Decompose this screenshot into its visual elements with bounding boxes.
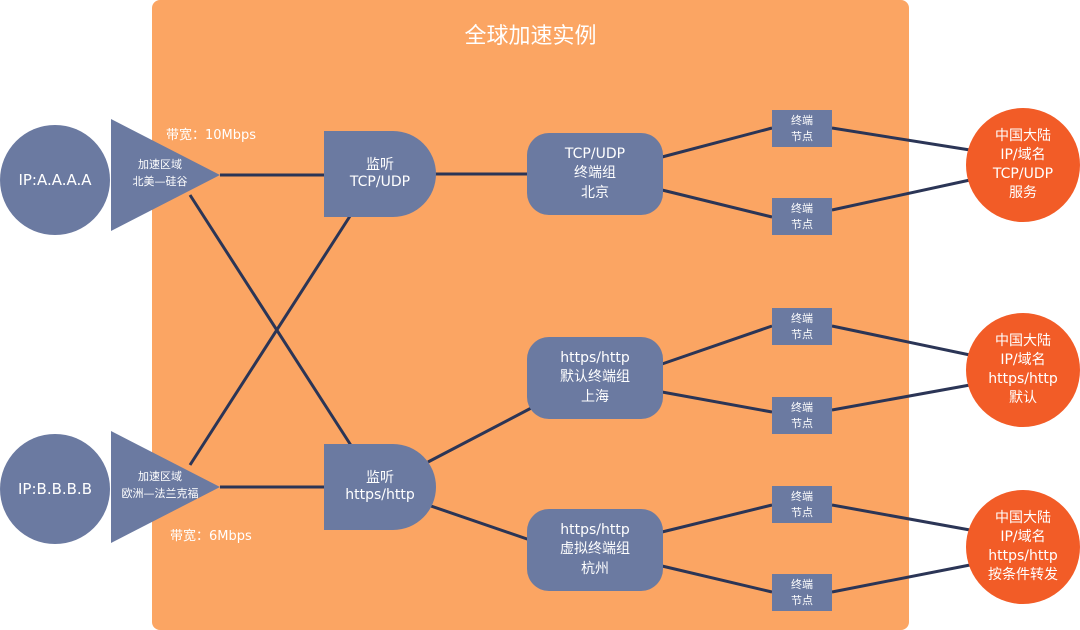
bandwidth-label-2: 带宽：6Mbps xyxy=(170,529,252,544)
ep-2-line-1: 终端 xyxy=(791,202,813,216)
group-3-line-3: 杭州 xyxy=(581,560,609,577)
group-1-line-1: TCP/UDP xyxy=(564,145,626,162)
service-1-line-3: TCP/UDP xyxy=(992,166,1054,182)
service-1-line-1: 中国大陆 xyxy=(994,128,1051,145)
ep-5-line-1: 终端 xyxy=(791,490,813,504)
client-ip-b: IP:B.B.B.B xyxy=(0,434,110,544)
endpoint-node-4: 终端节点 xyxy=(772,397,832,434)
bandwidth-label-1: 带宽：10Mbps xyxy=(166,128,257,143)
ep-6-line-1: 终端 xyxy=(791,578,813,592)
endpoint-node-2: 终端节点 xyxy=(772,198,832,235)
service-2-line-4: 默认 xyxy=(1009,389,1037,406)
wire-ep3-service2 xyxy=(831,324,971,357)
listener-https-http: 监听 https/http xyxy=(324,444,436,530)
region-triangle-2 xyxy=(111,431,220,543)
group-2-line-2: 默认终端组 xyxy=(560,369,630,386)
ep-4-line-1: 终端 xyxy=(791,401,813,415)
wire-ep1-service1 xyxy=(831,126,971,152)
client-ip-a: IP:A.A.A.A xyxy=(0,125,110,235)
ep-1-line-1: 终端 xyxy=(791,114,813,128)
endpoint-group-shanghai: https/http 默认终端组 上海 xyxy=(527,337,663,419)
wire-region2-listener1 xyxy=(188,212,354,466)
service-3-line-3: https/http xyxy=(988,548,1058,564)
wire-group1-ep1 xyxy=(661,126,773,159)
service-https-conditional: 中国大陆 IP/域名 https/http 按条件转发 xyxy=(966,490,1080,604)
wire-listener2-group2 xyxy=(427,403,538,464)
ep-2-line-2: 节点 xyxy=(791,217,813,231)
group-1-line-2: 终端组 xyxy=(573,165,616,182)
service-2-line-1: 中国大陆 xyxy=(995,333,1051,350)
ep-4-line-2: 节点 xyxy=(791,416,813,430)
diagram-title: 全球加速实例 xyxy=(464,24,597,49)
listener-2-line-1: 监听 xyxy=(366,469,394,486)
listener-2-line-2: https/http xyxy=(345,487,415,503)
wire-listener2-group3 xyxy=(427,503,531,542)
wire-group1-ep2 xyxy=(661,188,773,219)
wire-group3-ep6 xyxy=(661,564,773,594)
wire-group2-ep3 xyxy=(661,324,773,366)
service-3-line-1: 中国大陆 xyxy=(995,510,1051,527)
ep-3-line-1: 终端 xyxy=(791,312,813,326)
wire-group2-ep4 xyxy=(661,390,773,414)
service-2-line-3: https/http xyxy=(988,371,1058,387)
service-2-line-2: IP/域名 xyxy=(1000,352,1046,369)
ep-1-line-2: 节点 xyxy=(791,129,813,143)
region-2-line-1: 加速区域 xyxy=(138,470,182,483)
listener-1-line-2: TCP/UDP xyxy=(349,174,411,190)
listener-1-line-1: 监听 xyxy=(365,156,394,173)
service-3-line-2: IP/域名 xyxy=(1000,529,1046,546)
client-ip-b-label: IP:B.B.B.B xyxy=(18,479,92,498)
endpoint-node-6: 终端节点 xyxy=(772,574,832,611)
client-ip-a-label: IP:A.A.A.A xyxy=(18,170,92,189)
endpoint-node-1: 终端节点 xyxy=(772,110,832,147)
region-2-line-2: 欧洲—法兰克福 xyxy=(121,486,199,500)
region-1-label: 加速区域 北美—硅谷 xyxy=(108,157,212,190)
group-2-line-3: 上海 xyxy=(581,388,609,405)
service-https-default: 中国大陆 IP/域名 https/http 默认 xyxy=(966,313,1080,427)
service-1-line-4: 服务 xyxy=(1008,184,1037,201)
endpoint-node-3: 终端节点 xyxy=(772,308,832,345)
wire-ep4-service2 xyxy=(831,383,971,412)
endpoint-node-5: 终端节点 xyxy=(772,486,832,523)
wire-ep2-service1 xyxy=(831,178,971,212)
wire-ep6-service3 xyxy=(831,563,971,594)
group-2-line-1: https/http xyxy=(560,349,630,366)
wire-region1-listener2 xyxy=(188,194,354,448)
endpoint-group-hangzhou: https/http 虚拟终端组 杭州 xyxy=(527,509,663,591)
listener-tcp-udp: 监听 TCP/UDP xyxy=(324,131,436,217)
ep-3-line-2: 节点 xyxy=(791,327,813,341)
wire-ep5-service3 xyxy=(831,503,971,532)
wire-group3-ep5 xyxy=(661,503,773,534)
group-3-line-1: https/http xyxy=(560,521,630,538)
service-1-line-2: IP/域名 xyxy=(1000,147,1046,164)
region-1-line-1: 加速区域 xyxy=(138,158,182,171)
region-triangle-1 xyxy=(111,119,220,231)
endpoint-group-beijing: TCP/UDP 终端组 北京 xyxy=(527,133,663,215)
region-2-label: 加速区域 欧洲—法兰克福 xyxy=(108,469,212,502)
service-3-line-4: 按条件转发 xyxy=(988,566,1058,583)
group-1-line-3: 北京 xyxy=(580,184,609,201)
ep-6-line-2: 节点 xyxy=(791,593,813,607)
ep-5-line-2: 节点 xyxy=(791,505,813,519)
region-1-line-2: 北美—硅谷 xyxy=(132,174,188,188)
group-3-line-2: 虚拟终端组 xyxy=(560,541,630,558)
service-tcp-udp: 中国大陆 IP/域名 TCP/UDP 服务 xyxy=(966,108,1080,222)
